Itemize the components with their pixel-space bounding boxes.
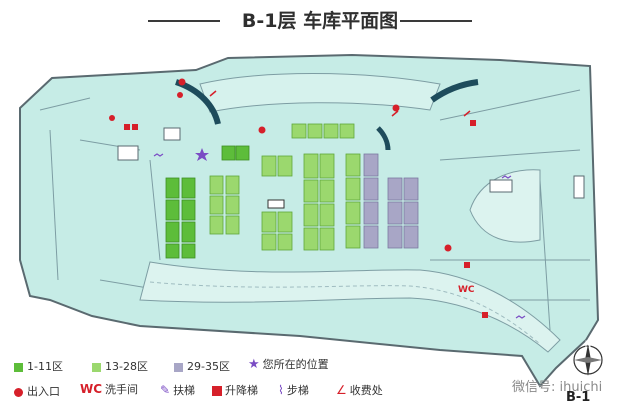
title-rule-right bbox=[400, 20, 472, 22]
legend-zone-1-11: 1-11区 bbox=[14, 358, 63, 374]
wc-icon: WC bbox=[80, 382, 103, 396]
east-plaza bbox=[469, 169, 541, 243]
legend-swatch-zone-13-28 bbox=[92, 362, 101, 372]
escalator-block-left bbox=[117, 145, 139, 161]
compass-icon: N bbox=[573, 340, 603, 376]
parking-zone-13-28 bbox=[209, 123, 361, 251]
lift-icon bbox=[212, 386, 222, 396]
center-kiosk bbox=[267, 199, 285, 209]
legend-stairs: ⌇步梯 bbox=[278, 382, 309, 398]
escalator-block-left-2 bbox=[163, 127, 181, 141]
map-title-text: B-1层 车库平面图 bbox=[241, 10, 399, 32]
legend-label: 1-11区 bbox=[27, 360, 63, 373]
stairs-symbols bbox=[153, 153, 526, 319]
legend-swatch-zone-1-11 bbox=[14, 362, 23, 372]
floor-label: B-1 bbox=[566, 390, 591, 405]
legend-exit: 出入口 bbox=[14, 383, 60, 399]
escalator-block-right-2 bbox=[573, 175, 585, 199]
map-title: B-1层 车库平面图 bbox=[0, 6, 640, 33]
parking-zone-1-11 bbox=[165, 145, 250, 259]
stairs-icon: ⌇ bbox=[278, 383, 284, 397]
compass-north-label: N bbox=[585, 340, 592, 350]
star-icon: ★ bbox=[248, 357, 260, 372]
legend-zone-29-35: 29-35区 bbox=[174, 358, 230, 374]
legend-label: 收费处 bbox=[349, 384, 383, 397]
legend-toll: ∠收费处 bbox=[336, 382, 383, 398]
legend-label: 13-28区 bbox=[105, 360, 148, 373]
legend-label: 升降梯 bbox=[225, 384, 258, 397]
legend-label: 出入口 bbox=[27, 385, 60, 398]
main-driveway bbox=[139, 261, 561, 353]
legend-escalator: ✎扶梯 bbox=[160, 382, 195, 398]
legend-swatch-zone-29-35 bbox=[174, 362, 183, 372]
lifts bbox=[124, 120, 488, 318]
watermark-text: 微信号: ihuichi bbox=[512, 380, 603, 395]
legend-label: 29-35区 bbox=[187, 360, 230, 373]
wc-marker: WC bbox=[458, 285, 475, 295]
legend-zone-13-28: 13-28区 bbox=[92, 358, 148, 374]
title-rule-left bbox=[148, 20, 220, 22]
toll-icon: ∠ bbox=[336, 383, 347, 397]
legend-label: 扶梯 bbox=[173, 384, 196, 397]
legend-you-are-here: ★您所在的位置 bbox=[248, 356, 329, 372]
ramp-middle bbox=[376, 126, 391, 151]
legend-lift: 升降梯 bbox=[212, 382, 258, 398]
legend-label: 洗手间 bbox=[105, 383, 139, 396]
legend-label: 您所在的位置 bbox=[262, 358, 329, 371]
driveway-lane bbox=[149, 281, 541, 345]
escalator-block-right bbox=[489, 179, 513, 193]
legend-label: 步梯 bbox=[286, 384, 309, 397]
toll-booths bbox=[209, 90, 471, 117]
you-are-here-marker bbox=[195, 148, 209, 161]
exit-dot-icon bbox=[14, 387, 23, 397]
escalator-icon: ✎ bbox=[160, 383, 171, 397]
parking-zone-29-35 bbox=[363, 153, 419, 249]
exits bbox=[109, 78, 452, 252]
ramp-right bbox=[430, 79, 479, 103]
